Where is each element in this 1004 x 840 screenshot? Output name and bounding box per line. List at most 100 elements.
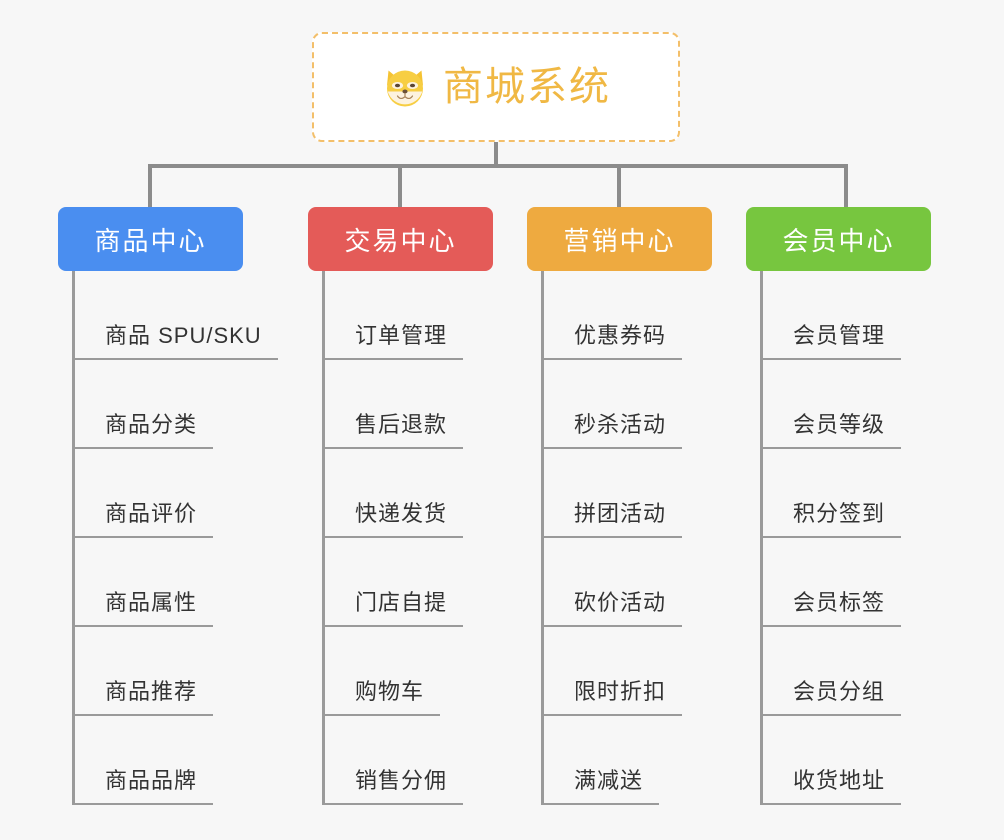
leaf-item-underline xyxy=(72,358,278,360)
leaf-item[interactable]: 限时折扣 xyxy=(527,627,712,716)
leaf-item-underline xyxy=(541,714,682,716)
leaf-item[interactable]: 秒杀活动 xyxy=(527,360,712,449)
leaf-item[interactable]: 快递发货 xyxy=(308,449,493,538)
connector-horizontal-bus xyxy=(148,164,848,168)
leaf-item[interactable]: 收货地址 xyxy=(746,716,931,805)
column-product-center: 商品中心商品 SPU/SKU 商品分类商品评价商品属性商品推荐商品品牌 xyxy=(58,207,278,805)
leaf-item[interactable]: 拼团活动 xyxy=(527,449,712,538)
leaf-item-underline xyxy=(541,447,682,449)
leaf-item[interactable]: 商品 SPU/SKU xyxy=(58,271,278,360)
category-label: 交易中心 xyxy=(344,225,457,256)
leaf-item[interactable]: 积分签到 xyxy=(746,449,931,538)
leaf-item-underline xyxy=(322,625,463,627)
leaf-item[interactable]: 优惠券码 xyxy=(527,271,712,360)
leaf-item-label: 门店自提 xyxy=(355,590,448,615)
leaf-item[interactable]: 购物车 xyxy=(308,627,493,716)
leaf-item[interactable]: 订单管理 xyxy=(308,271,493,360)
leaf-item-underline xyxy=(760,803,901,805)
leaf-item-underline xyxy=(322,803,463,805)
shiba-dog-face-icon xyxy=(381,63,429,111)
leaf-item[interactable]: 满减送 xyxy=(527,716,712,805)
column-trade-center: 交易中心订单管理售后退款快递发货门店自提购物车销售分佣 xyxy=(308,207,493,805)
leaf-item-label: 会员管理 xyxy=(793,323,886,348)
leaf-item[interactable]: 商品推荐 xyxy=(58,627,243,716)
leaf-list-member-center: 会员管理会员等级积分签到会员标签会员分组收货地址 xyxy=(746,271,931,805)
leaf-item-label: 商品品牌 xyxy=(105,768,198,793)
leaf-item[interactable]: 会员分组 xyxy=(746,627,931,716)
leaf-item-label: 限时折扣 xyxy=(574,679,667,704)
leaf-item-underline xyxy=(72,536,213,538)
leaf-item[interactable]: 商品属性 xyxy=(58,538,243,627)
connector-drop-member-center xyxy=(844,164,848,209)
leaf-item[interactable]: 售后退款 xyxy=(308,360,493,449)
leaf-item-label: 商品评价 xyxy=(105,501,198,526)
branch-spine xyxy=(72,271,75,805)
leaf-list-product-center: 商品 SPU/SKU 商品分类商品评价商品属性商品推荐商品品牌 xyxy=(58,271,278,805)
category-label: 营销中心 xyxy=(563,225,676,256)
leaf-item-label: 积分签到 xyxy=(793,501,886,526)
leaf-item[interactable]: 商品分类 xyxy=(58,360,243,449)
leaf-item-label: 商品 SPU/SKU xyxy=(105,323,262,348)
branch-spine xyxy=(541,271,544,805)
leaf-item-underline xyxy=(760,714,901,716)
leaf-item-underline xyxy=(322,714,440,716)
leaf-item[interactable]: 会员标签 xyxy=(746,538,931,627)
leaf-item-underline xyxy=(322,358,463,360)
leaf-item-label: 订单管理 xyxy=(355,323,448,348)
leaf-list-trade-center: 订单管理售后退款快递发货门店自提购物车销售分佣 xyxy=(308,271,493,805)
leaf-item-label: 会员标签 xyxy=(793,590,886,615)
leaf-item-label: 会员等级 xyxy=(793,412,886,437)
leaf-item-label: 商品分类 xyxy=(105,412,198,437)
leaf-item-label: 满减送 xyxy=(574,768,644,793)
leaf-item[interactable]: 会员管理 xyxy=(746,271,931,360)
root-node[interactable]: 商城系统 xyxy=(312,32,680,142)
leaf-item-underline xyxy=(72,625,213,627)
leaf-item-underline xyxy=(541,536,682,538)
root-title: 商城系统 xyxy=(443,65,611,109)
branch-spine xyxy=(322,271,325,805)
column-marketing-center: 营销中心优惠券码秒杀活动拼团活动砍价活动限时折扣满减送 xyxy=(527,207,712,805)
leaf-item[interactable]: 商品品牌 xyxy=(58,716,243,805)
leaf-item-label: 商品推荐 xyxy=(105,679,198,704)
connector-drop-marketing-center xyxy=(617,164,621,209)
leaf-item[interactable]: 会员等级 xyxy=(746,360,931,449)
leaf-item-underline xyxy=(541,625,682,627)
leaf-item-label: 商品属性 xyxy=(105,590,198,615)
category-box-product-center[interactable]: 商品中心 xyxy=(58,207,243,271)
leaf-item-label: 售后退款 xyxy=(355,412,448,437)
column-member-center: 会员中心会员管理会员等级积分签到会员标签会员分组收货地址 xyxy=(746,207,931,805)
leaf-item-underline xyxy=(72,803,213,805)
leaf-item-label: 会员分组 xyxy=(793,679,886,704)
leaf-item-underline xyxy=(760,625,901,627)
leaf-item-underline xyxy=(760,358,901,360)
category-box-member-center[interactable]: 会员中心 xyxy=(746,207,931,271)
leaf-item-label: 秒杀活动 xyxy=(574,412,667,437)
branch-spine xyxy=(760,271,763,805)
leaf-item-label: 购物车 xyxy=(355,679,425,704)
leaf-item-underline xyxy=(72,714,213,716)
category-label: 商品中心 xyxy=(94,225,207,256)
category-label: 会员中心 xyxy=(782,225,895,256)
leaf-item-label: 收货地址 xyxy=(793,768,886,793)
category-box-marketing-center[interactable]: 营销中心 xyxy=(527,207,712,271)
leaf-item-underline xyxy=(72,447,213,449)
leaf-item[interactable]: 销售分佣 xyxy=(308,716,493,805)
leaf-item-label: 销售分佣 xyxy=(355,768,448,793)
leaf-item-underline xyxy=(322,536,463,538)
leaf-item[interactable]: 砍价活动 xyxy=(527,538,712,627)
connector-drop-product-center xyxy=(148,164,152,209)
connector-root-stem xyxy=(494,142,498,166)
category-box-trade-center[interactable]: 交易中心 xyxy=(308,207,493,271)
connector-drop-trade-center xyxy=(398,164,402,209)
leaf-item-underline xyxy=(322,447,463,449)
leaf-item-label: 快递发货 xyxy=(355,501,448,526)
leaf-item-underline xyxy=(541,803,659,805)
leaf-item-underline xyxy=(541,358,682,360)
leaf-item-label: 优惠券码 xyxy=(574,323,667,348)
leaf-item[interactable]: 门店自提 xyxy=(308,538,493,627)
leaf-item-label: 砍价活动 xyxy=(574,590,667,615)
leaf-item-underline xyxy=(760,536,901,538)
leaf-list-marketing-center: 优惠券码秒杀活动拼团活动砍价活动限时折扣满减送 xyxy=(527,271,712,805)
leaf-item[interactable]: 商品评价 xyxy=(58,449,243,538)
